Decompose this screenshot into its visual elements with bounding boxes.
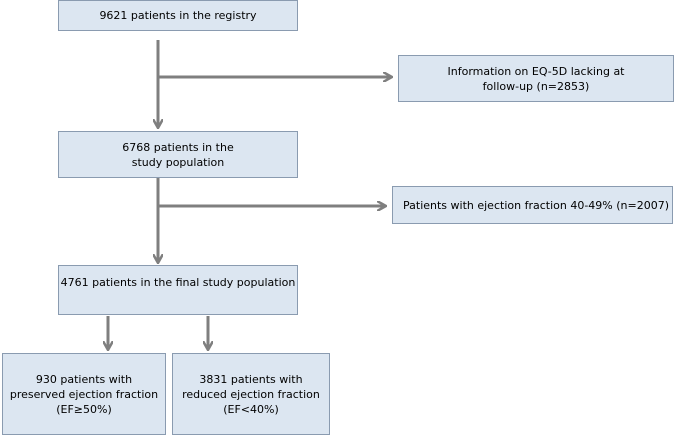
excluded-eq5d-line-2: follow-up (n=2853): [482, 79, 590, 93]
study-population-box: 6768 patients in the study population: [58, 131, 298, 178]
excluded-eq5d-box: Information on EQ-5D lacking at follow-u…: [398, 55, 674, 102]
reduced-box: 3831 patients with reduced ejection frac…: [172, 353, 330, 435]
final-population-text: 4761 patients in the final study populat…: [61, 275, 296, 290]
registry-box: 9621 patients in the registry: [58, 0, 298, 31]
reduced-line-3: (EF<40%): [223, 402, 279, 416]
excluded-ef-text: Patients with ejection fraction 40-49% (…: [403, 198, 669, 213]
preserved-line-2: preserved ejection fraction: [9, 387, 159, 401]
preserved-text: 930 patients with preserved ejection fra…: [10, 372, 158, 417]
final-population-line: 4761 patients in the final study populat…: [60, 275, 296, 289]
study-population-line-2: study population: [131, 155, 225, 169]
preserved-line-3: (EF≥50%): [56, 402, 112, 416]
excluded-ef-line: Patients with ejection fraction 40-49% (…: [403, 198, 669, 212]
final-population-box: 4761 patients in the final study populat…: [58, 265, 298, 315]
reduced-line-1: 3831 patients with: [199, 372, 303, 386]
registry-line: 9621 patients in the registry: [99, 9, 257, 22]
preserved-line-1: 930 patients with: [35, 372, 133, 386]
registry-text: 9621 patients in the registry: [99, 8, 256, 23]
study-population-line-1: 6768 patients in the: [122, 140, 234, 154]
study-population-text: 6768 patients in the study population: [122, 140, 233, 170]
reduced-text: 3831 patients with reduced ejection frac…: [182, 372, 320, 417]
excluded-ef-box: Patients with ejection fraction 40-49% (…: [392, 186, 673, 224]
preserved-box: 930 patients with preserved ejection fra…: [2, 353, 166, 435]
excluded-eq5d-text: Information on EQ-5D lacking at follow-u…: [448, 64, 625, 94]
reduced-line-2: reduced ejection fraction: [182, 387, 320, 401]
excluded-eq5d-line-1: Information on EQ-5D lacking at: [447, 64, 625, 78]
